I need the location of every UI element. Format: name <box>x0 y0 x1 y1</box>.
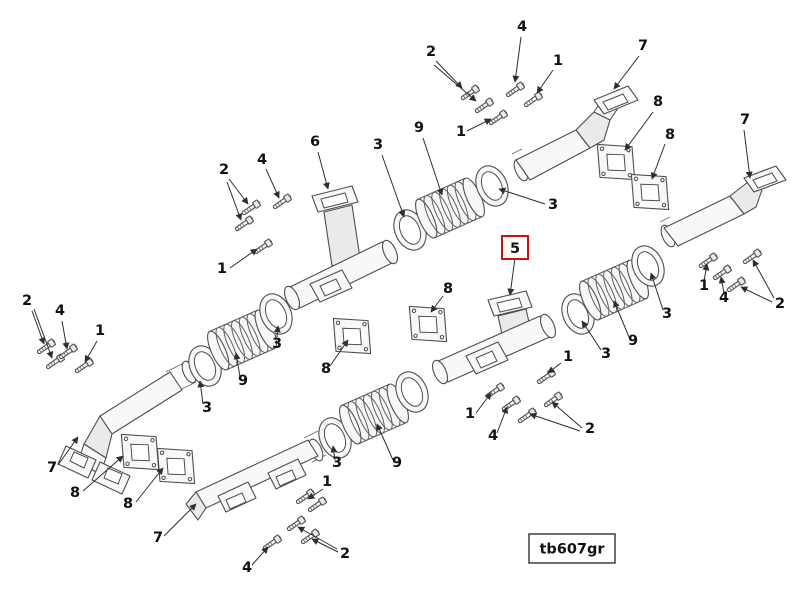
manifold-end-section-bottom <box>185 430 327 521</box>
callout-9[interactable]: 9 <box>392 455 402 471</box>
callout-9[interactable]: 9 <box>238 373 248 389</box>
callout-3[interactable]: 3 <box>601 346 611 362</box>
callout-5[interactable]: 5 <box>510 241 520 257</box>
callout-1[interactable]: 1 <box>465 406 475 422</box>
callout-2[interactable]: 2 <box>775 296 785 312</box>
leader-lines <box>31 36 775 566</box>
manifold-end-section-left <box>57 360 197 495</box>
callout-7[interactable]: 7 <box>740 112 750 128</box>
manifold-end-section-topright <box>511 85 639 182</box>
callout-6[interactable]: 6 <box>310 134 320 150</box>
highlight-box <box>501 235 529 260</box>
callout-4[interactable]: 4 <box>257 152 267 168</box>
callout-1[interactable]: 1 <box>563 349 573 365</box>
callout-2[interactable]: 2 <box>426 44 436 60</box>
callout-4[interactable]: 4 <box>55 303 65 319</box>
callout-3[interactable]: 3 <box>662 306 672 322</box>
manifold-center-section-6 <box>283 185 399 311</box>
callout-3[interactable]: 3 <box>272 336 282 352</box>
manifold-parts <box>35 80 787 553</box>
callout-4[interactable]: 4 <box>488 428 498 444</box>
manifold-end-section-right <box>659 165 787 248</box>
callout-9[interactable]: 9 <box>414 120 424 136</box>
callout-7[interactable]: 7 <box>638 38 648 54</box>
callout-5-highlighted[interactable]: 5 <box>501 235 529 260</box>
callout-3[interactable]: 3 <box>373 137 383 153</box>
callout-7[interactable]: 7 <box>153 530 163 546</box>
callout-9[interactable]: 9 <box>628 333 638 349</box>
callout-1[interactable]: 1 <box>322 474 332 490</box>
figure-code: tb607gr <box>528 533 616 564</box>
callout-2[interactable]: 2 <box>585 421 595 437</box>
gasket <box>628 169 672 215</box>
callout-8[interactable]: 8 <box>665 127 675 143</box>
mounting-studs <box>35 80 763 553</box>
callout-2[interactable]: 2 <box>22 293 32 309</box>
callout-2[interactable]: 2 <box>340 546 350 562</box>
callout-3[interactable]: 3 <box>332 455 342 471</box>
gasket <box>406 301 450 347</box>
callout-4[interactable]: 4 <box>719 290 729 306</box>
callout-8[interactable]: 8 <box>321 361 331 377</box>
callout-2[interactable]: 2 <box>219 162 229 178</box>
callouts: 4 2 1 7 8 8 7 9 1 3 3 6 2 4 1 5 1 4 2 3 … <box>22 19 785 576</box>
callout-1[interactable]: 1 <box>217 261 227 277</box>
gasket <box>594 139 638 185</box>
figure-code-label: tb607gr <box>539 542 605 558</box>
figure-code-box <box>528 533 616 564</box>
manifold-center-section-5 <box>431 290 557 385</box>
callout-1[interactable]: 1 <box>456 124 466 140</box>
callout-1[interactable]: 1 <box>699 278 709 294</box>
callout-8[interactable]: 8 <box>123 496 133 512</box>
callout-1[interactable]: 1 <box>95 323 105 339</box>
callout-8[interactable]: 8 <box>443 281 453 297</box>
callout-1[interactable]: 1 <box>553 53 563 69</box>
callout-7[interactable]: 7 <box>47 460 57 476</box>
callout-3[interactable]: 3 <box>548 197 558 213</box>
callout-3[interactable]: 3 <box>202 400 212 416</box>
gasket <box>118 429 162 475</box>
callout-8[interactable]: 8 <box>70 485 80 501</box>
callout-4[interactable]: 4 <box>242 560 252 576</box>
gasket <box>154 443 198 489</box>
callout-4[interactable]: 4 <box>517 19 527 35</box>
callout-8[interactable]: 8 <box>653 94 663 110</box>
gasket <box>330 313 374 359</box>
